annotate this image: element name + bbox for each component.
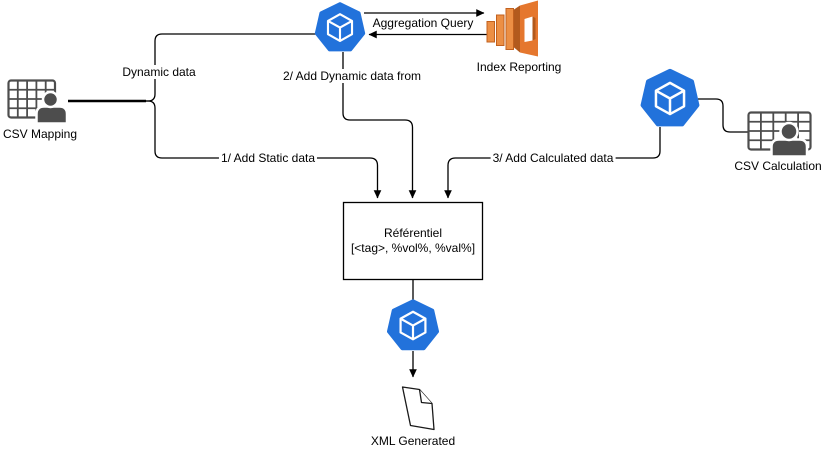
edge-label-dynamic-data: Dynamic data <box>120 65 198 79</box>
edge-add-static-data[interactable] <box>68 100 382 199</box>
node-label-index-reporting: Index Reporting <box>476 60 562 74</box>
node-cube-calculator[interactable] <box>643 71 698 124</box>
edge-label-add-calculated: 3/ Add Calculated data <box>490 151 616 165</box>
bar-chart-icon <box>505 8 514 50</box>
node-csv-calculation[interactable] <box>747 111 812 158</box>
node-index-reporting[interactable] <box>486 0 538 57</box>
bar-chart-icon <box>496 14 505 46</box>
document-icon <box>401 386 435 431</box>
node-csv-mapping[interactable] <box>7 79 69 125</box>
node-label-referentiel: Référentiel [<tag>, %vol%, %val%] <box>343 202 483 280</box>
node-label-xml-generated: XML Generated <box>370 434 456 448</box>
frame-side-face <box>514 5 520 53</box>
node-cube-generator[interactable] <box>386 299 440 351</box>
frame-opening-shade <box>532 16 536 41</box>
bar-chart-icon <box>486 21 495 43</box>
referentiel-subtitle: [<tag>, %vol%, %val%] <box>350 241 476 255</box>
person-icon <box>770 138 809 158</box>
person-icon <box>35 105 69 125</box>
frame-opening <box>524 16 533 42</box>
document-fold-icon <box>418 389 433 405</box>
edge-label-aggregation-query: Aggregation Query <box>370 16 476 30</box>
edge-label-add-static: 1/ Add Static data <box>218 151 318 165</box>
edge-add-dynamic-data[interactable] <box>342 52 417 199</box>
person-head-icon <box>779 121 799 142</box>
referentiel-title: Référentiel <box>383 226 443 240</box>
edge-label-add-dynamic: 2/ Add Dynamic data from <box>280 69 424 83</box>
node-label-csv-mapping: CSV Mapping <box>2 127 78 141</box>
person-head-icon <box>41 90 60 109</box>
node-referentiel-box[interactable] <box>342 201 484 281</box>
edge-cube-to-csv-calculation[interactable] <box>698 98 748 133</box>
node-label-csv-calculation: CSV Calculation <box>734 159 821 173</box>
node-cube-aggregator[interactable] <box>314 2 366 52</box>
node-xml-document[interactable] <box>401 386 435 431</box>
